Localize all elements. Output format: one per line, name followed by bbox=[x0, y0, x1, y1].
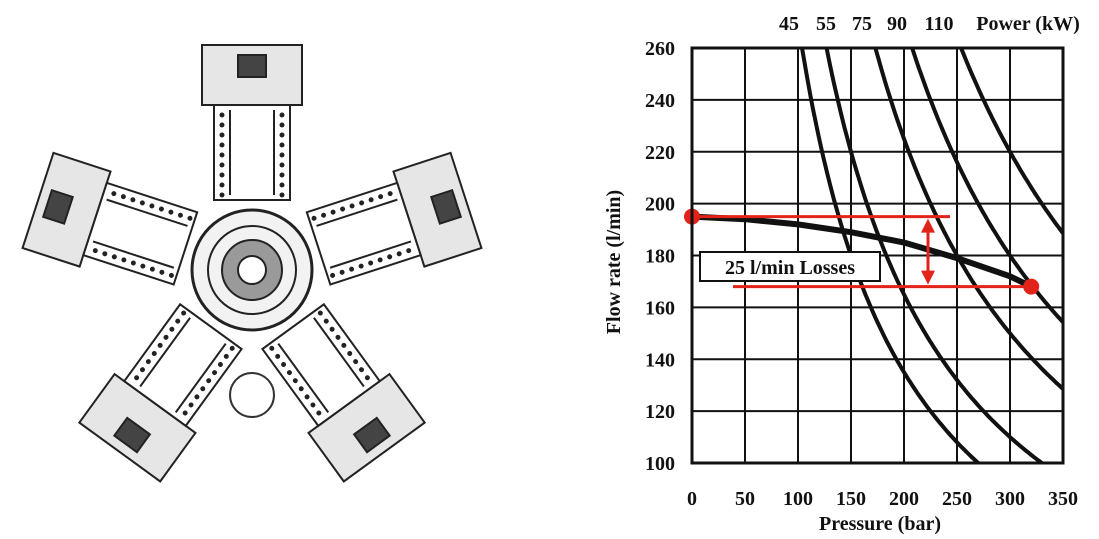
constant-power-curve bbox=[910, 48, 1063, 326]
power-curve-label: 45 bbox=[779, 13, 799, 35]
y-tick-label: 120 bbox=[645, 401, 675, 423]
constant-power-curve bbox=[824, 48, 1046, 463]
y-tick-label: 140 bbox=[645, 349, 675, 371]
x-tick-label: 150 bbox=[836, 488, 866, 510]
flow-rate-curve bbox=[691, 213, 1033, 290]
losses-arrowhead-up bbox=[921, 218, 935, 233]
x-tick-label: 0 bbox=[687, 488, 697, 510]
power-curve-label: 110 bbox=[925, 13, 954, 35]
x-tick-label: 200 bbox=[889, 488, 919, 510]
y-axis-label: Flow rate (l/min) bbox=[603, 190, 625, 334]
y-tick-label: 260 bbox=[645, 38, 675, 60]
x-tick-label: 300 bbox=[995, 488, 1025, 510]
x-axis-label: Pressure (bar) bbox=[819, 513, 941, 535]
y-tick-label: 240 bbox=[645, 90, 675, 112]
x-tick-label: 250 bbox=[942, 488, 972, 510]
pump-piston-arm bbox=[77, 302, 243, 483]
pump-center-body bbox=[190, 208, 314, 418]
y-tick-label: 220 bbox=[645, 142, 675, 164]
y-tick-label: 200 bbox=[645, 194, 675, 216]
constant-power-curve bbox=[958, 48, 1063, 237]
plot-frame bbox=[690, 46, 1065, 465]
losses-arrowhead-down bbox=[921, 270, 935, 285]
y-tick-label: 180 bbox=[645, 246, 675, 268]
constant-power-curve bbox=[873, 48, 1063, 392]
power-curve-label: 75 bbox=[852, 13, 872, 35]
x-tick-label: 50 bbox=[735, 488, 755, 510]
y-tick-label: 160 bbox=[645, 297, 675, 319]
x-tick-label: 100 bbox=[783, 488, 813, 510]
constant-power-curve bbox=[800, 48, 982, 463]
pump-piston-arm bbox=[305, 151, 483, 286]
chart: 25 l/min Losses 0 50 100 150 200 250 300 350 10… bbox=[603, 13, 1080, 535]
losses-label: 25 l/min Losses bbox=[725, 257, 855, 279]
power-curve-label: 55 bbox=[816, 13, 836, 35]
losses-label-box bbox=[699, 251, 881, 282]
end-point-marker bbox=[1023, 278, 1040, 295]
x-tick-label: 350 bbox=[1048, 488, 1078, 510]
pump-piston-arm bbox=[21, 151, 199, 286]
radial-piston-pump-drawing bbox=[21, 44, 483, 483]
pump-piston-arm bbox=[201, 44, 303, 201]
y-tick-label: 100 bbox=[645, 453, 675, 475]
pump-piston-arm bbox=[261, 302, 427, 483]
power-unit-label: Power (kW) bbox=[976, 13, 1080, 35]
power-curve-label: 90 bbox=[887, 13, 907, 35]
